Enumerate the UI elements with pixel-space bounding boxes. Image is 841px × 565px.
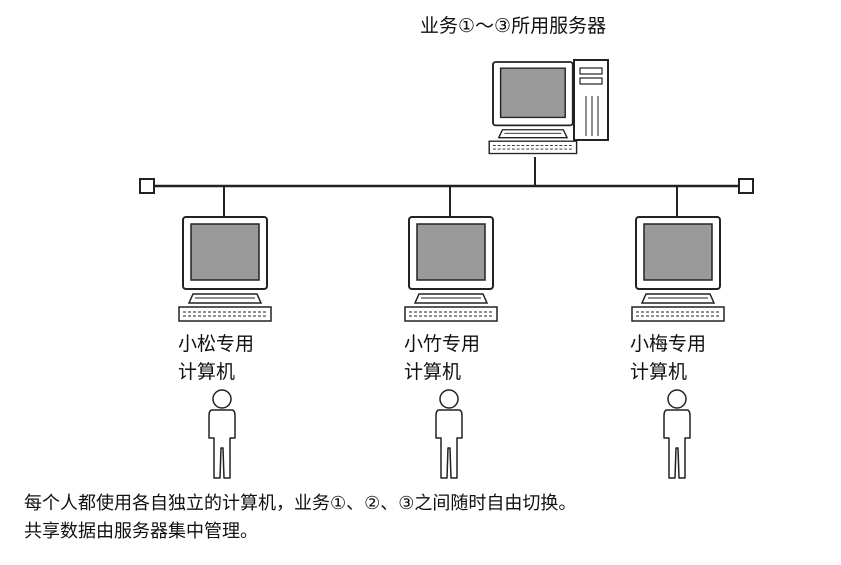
caption-line-1: 每个人都使用各自独立的计算机，业务①、②、③之间随时自由切换。	[24, 493, 577, 514]
client-label-line2: 计算机	[178, 361, 236, 383]
server-computer-icon	[488, 59, 609, 155]
person-icon	[663, 389, 691, 479]
caption-line-2: 共享数据由服务器集中管理。	[24, 521, 258, 542]
client-label-line2: 计算机	[404, 361, 462, 383]
desktop-computer-icon	[631, 216, 725, 322]
client-label-line1: 小竹专用	[404, 333, 481, 355]
desktop-computer-icon	[178, 216, 272, 322]
person-icon	[435, 389, 463, 479]
server-label: 业务①～③所用服务器	[420, 15, 607, 37]
terminator-icon	[139, 178, 155, 194]
person-icon	[208, 389, 236, 479]
terminator-icon	[738, 178, 754, 194]
desktop-computer-icon	[404, 216, 498, 322]
client-label-line1: 小梅专用	[630, 333, 707, 355]
client-label-line2: 计算机	[630, 361, 688, 383]
client-label-line1: 小松专用	[178, 333, 255, 355]
